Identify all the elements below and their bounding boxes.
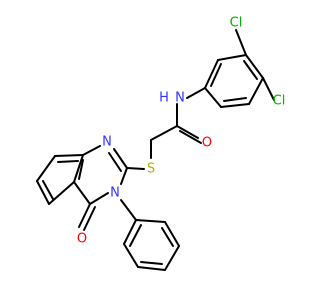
bond-carbonyl-o (176, 125, 199, 139)
bond-c4-n3 (89, 192, 109, 205)
bond-ring-n (186, 87, 206, 99)
n-phenyl-ring (120, 199, 180, 271)
bond-carbonyl-ch2 (150, 125, 178, 141)
bond-c8a-c4a (73, 154, 84, 183)
bond-b2 (36, 155, 56, 182)
quinazolinone-core (73, 145, 128, 231)
bond-b1 (54, 154, 84, 157)
amide-hydrogen-label: H (159, 91, 169, 106)
quinazoline-n3-label: N (110, 186, 120, 201)
bond-s-quinazoline (126, 167, 145, 170)
bond-b1-inner (57, 160, 79, 163)
bond-p5 (164, 221, 180, 247)
dichlorophenyl-ring (204, 54, 264, 108)
chlorine-label-right: Cl (273, 94, 286, 109)
bond-p1 (123, 219, 137, 245)
bond-p3-inner (140, 261, 163, 265)
bond-c5-c6-inner (223, 97, 247, 102)
bond-n3-c2 (120, 167, 128, 185)
bond-c4a-c4 (73, 181, 91, 205)
bond-b3-inner (42, 180, 54, 200)
ring-carbonyl-oxygen-label: O (77, 232, 87, 247)
bond-c4-o-double (83, 206, 96, 231)
bond-n1-c8a (82, 145, 101, 156)
bond-c6-c1 (204, 87, 222, 108)
bond-c4-c5 (248, 77, 264, 105)
bond-b4 (48, 181, 75, 205)
bond-p5-inner (161, 227, 174, 247)
bond-b5-inner (78, 159, 84, 180)
sulfur-label: S (147, 162, 155, 177)
bond-c5-c6 (220, 103, 250, 108)
bond-p1-inner (129, 224, 142, 247)
bond-p2 (123, 243, 139, 268)
bond-c4-o (78, 203, 91, 228)
bond-c2-n1-double (108, 152, 122, 172)
atom-labels: Cl Cl N H O S N N O (77, 16, 285, 247)
bond-c2-n1 (113, 148, 128, 169)
bond-n3-phenyl (120, 199, 137, 221)
bond-b3 (36, 180, 50, 205)
benzo-ring (36, 154, 84, 205)
chlorine-bonds (235, 29, 275, 101)
bond-p3 (137, 266, 166, 271)
bond-p4 (164, 245, 180, 271)
bond-c3-cl (235, 29, 247, 56)
bond-carbonyl-o-double (179, 130, 202, 144)
bond-c4-cl (262, 77, 275, 101)
bond-c3-c4 (245, 54, 264, 79)
bond-c1-c2-inner (210, 63, 222, 87)
amide-oxygen-label: O (202, 136, 212, 151)
amide-linker (126, 87, 206, 170)
bond-c2-c3 (217, 54, 247, 61)
quinazoline-n1-label: N (102, 135, 112, 150)
amide-nitrogen-label: N (175, 91, 185, 106)
bond-p6 (135, 219, 166, 223)
molecule-diagram: Cl Cl N H O S N N O (36, 15, 286, 271)
bond-c1-c2 (204, 59, 219, 89)
chlorine-label-top: Cl (230, 16, 243, 31)
bond-c3-c4-inner (243, 60, 258, 80)
structure-svg: Cl Cl N H O S N N O (36, 16, 285, 271)
